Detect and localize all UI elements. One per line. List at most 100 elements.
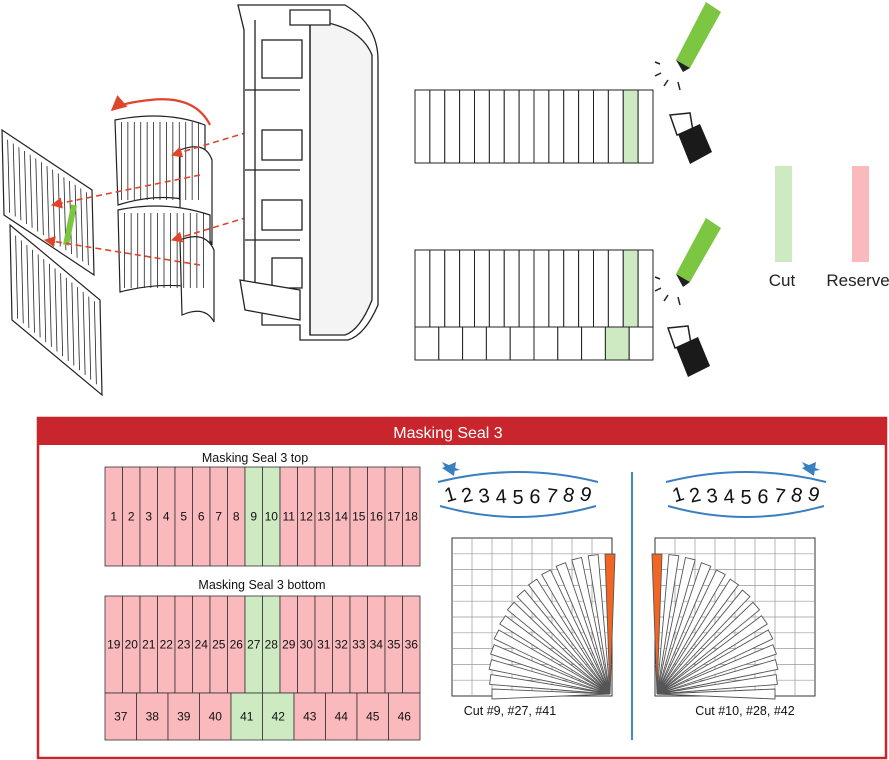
fan-slat	[656, 578, 740, 695]
dial-digit: 2	[460, 484, 475, 508]
reserve-cell	[136, 692, 169, 741]
cell-number: 22	[160, 638, 174, 652]
strip-slat	[533, 249, 550, 328]
cell-number: 11	[283, 510, 296, 524]
cell-number: 5	[180, 510, 187, 524]
cell-number: 20	[125, 638, 139, 652]
cell-number: 15	[352, 510, 366, 524]
fan-slat	[656, 601, 761, 695]
strip-block	[462, 326, 487, 361]
strip-slat	[578, 249, 594, 328]
strip-slat	[593, 89, 609, 164]
reserve-cell	[402, 466, 421, 567]
fan-slat	[541, 569, 611, 695]
strip-slat	[429, 249, 446, 328]
strip-block	[509, 326, 535, 361]
cut-cell	[230, 692, 263, 741]
cell-number: 12	[300, 510, 314, 524]
cell-number: 43	[303, 710, 317, 724]
cell-number: 19	[107, 638, 121, 652]
fan-diagram-right	[651, 537, 816, 700]
dial-digit: 5	[512, 487, 523, 509]
cell-number: 26	[230, 638, 244, 652]
dial-digit: 8	[789, 484, 804, 508]
strip-slat	[578, 89, 594, 164]
strip-slat	[563, 249, 580, 328]
cell-number: 3	[145, 510, 152, 524]
reserve-cell	[356, 692, 389, 741]
strip-slat	[459, 89, 475, 164]
cell-number: 18	[405, 510, 419, 524]
cell-number: 37	[114, 710, 128, 724]
fan-slat	[506, 601, 611, 695]
strip-slat	[518, 249, 535, 328]
strip-slat	[444, 89, 461, 164]
right-cut-caption: Cut #10, #28, #42	[695, 704, 794, 718]
fan-slat	[656, 554, 680, 695]
reserve-cell	[293, 692, 326, 741]
strip-slat	[637, 249, 654, 328]
strip-slat	[548, 249, 565, 328]
strip-slat	[503, 89, 520, 164]
dial-digit: 6	[529, 486, 542, 509]
legend-cut-label: Cut	[769, 271, 796, 290]
cell-number: 27	[247, 638, 261, 652]
strip-slat	[488, 89, 505, 164]
cut-slat-marker	[63, 204, 77, 246]
cell-number: 39	[177, 710, 191, 724]
fan-slat	[491, 688, 611, 700]
fan-slat	[516, 589, 611, 695]
cut-slat-highlight	[651, 553, 663, 695]
fan-slat	[490, 644, 611, 695]
strip-block	[604, 326, 630, 361]
cell-number: 28	[265, 638, 279, 652]
strip-slat	[474, 249, 490, 328]
strip-slat	[474, 89, 490, 164]
cell-number: 24	[195, 638, 209, 652]
strip-slat	[429, 89, 446, 164]
cut-illustration-double-row	[414, 218, 721, 377]
fan-slat	[656, 562, 712, 695]
cell-number: 32	[335, 638, 349, 652]
color-legend: Cut Reserve	[769, 166, 889, 290]
seal-strip-single	[414, 89, 654, 164]
rotate-arrow	[110, 95, 211, 126]
cell-number: 2	[128, 510, 135, 524]
cell-number: 34	[370, 638, 384, 652]
seal-bottom-label: Masking Seal 3 bottom	[198, 578, 325, 592]
curved-seal-lower	[117, 205, 215, 323]
cell-number: 9	[250, 510, 257, 524]
seal-strip-double	[414, 249, 654, 361]
reserve-cell	[388, 692, 421, 741]
cell-number: 35	[387, 638, 401, 652]
strip-slat	[414, 249, 431, 328]
cell-number: 7	[215, 510, 222, 524]
strip-block	[557, 326, 583, 361]
dial-digit: 4	[723, 486, 736, 509]
strip-slat	[503, 249, 520, 328]
reserve-cell	[199, 692, 232, 741]
legend-reserve-label: Reserve	[826, 271, 889, 290]
fan-slat	[587, 554, 611, 695]
cell-number: 25	[212, 638, 226, 652]
cell-number: 21	[142, 638, 156, 652]
strip-slat	[414, 89, 431, 164]
strip-slat	[518, 89, 535, 164]
fan-slat	[656, 615, 768, 695]
strip-slat	[488, 249, 505, 328]
cell-number: 4	[163, 510, 170, 524]
cell-number: 45	[366, 710, 380, 724]
flat-seal-upper	[1, 128, 95, 277]
strip-slat	[607, 89, 624, 164]
dial-digit: 5	[740, 487, 751, 509]
cell-number: 40	[209, 710, 223, 724]
left-cut-caption: Cut #9, #27, #41	[464, 704, 556, 718]
cell-number: 23	[177, 638, 191, 652]
strip-block	[414, 326, 440, 361]
reserve-swatch	[852, 166, 869, 262]
dial-digit: 3	[477, 485, 491, 508]
fan-slat	[656, 629, 774, 695]
strip-slat	[459, 249, 475, 328]
